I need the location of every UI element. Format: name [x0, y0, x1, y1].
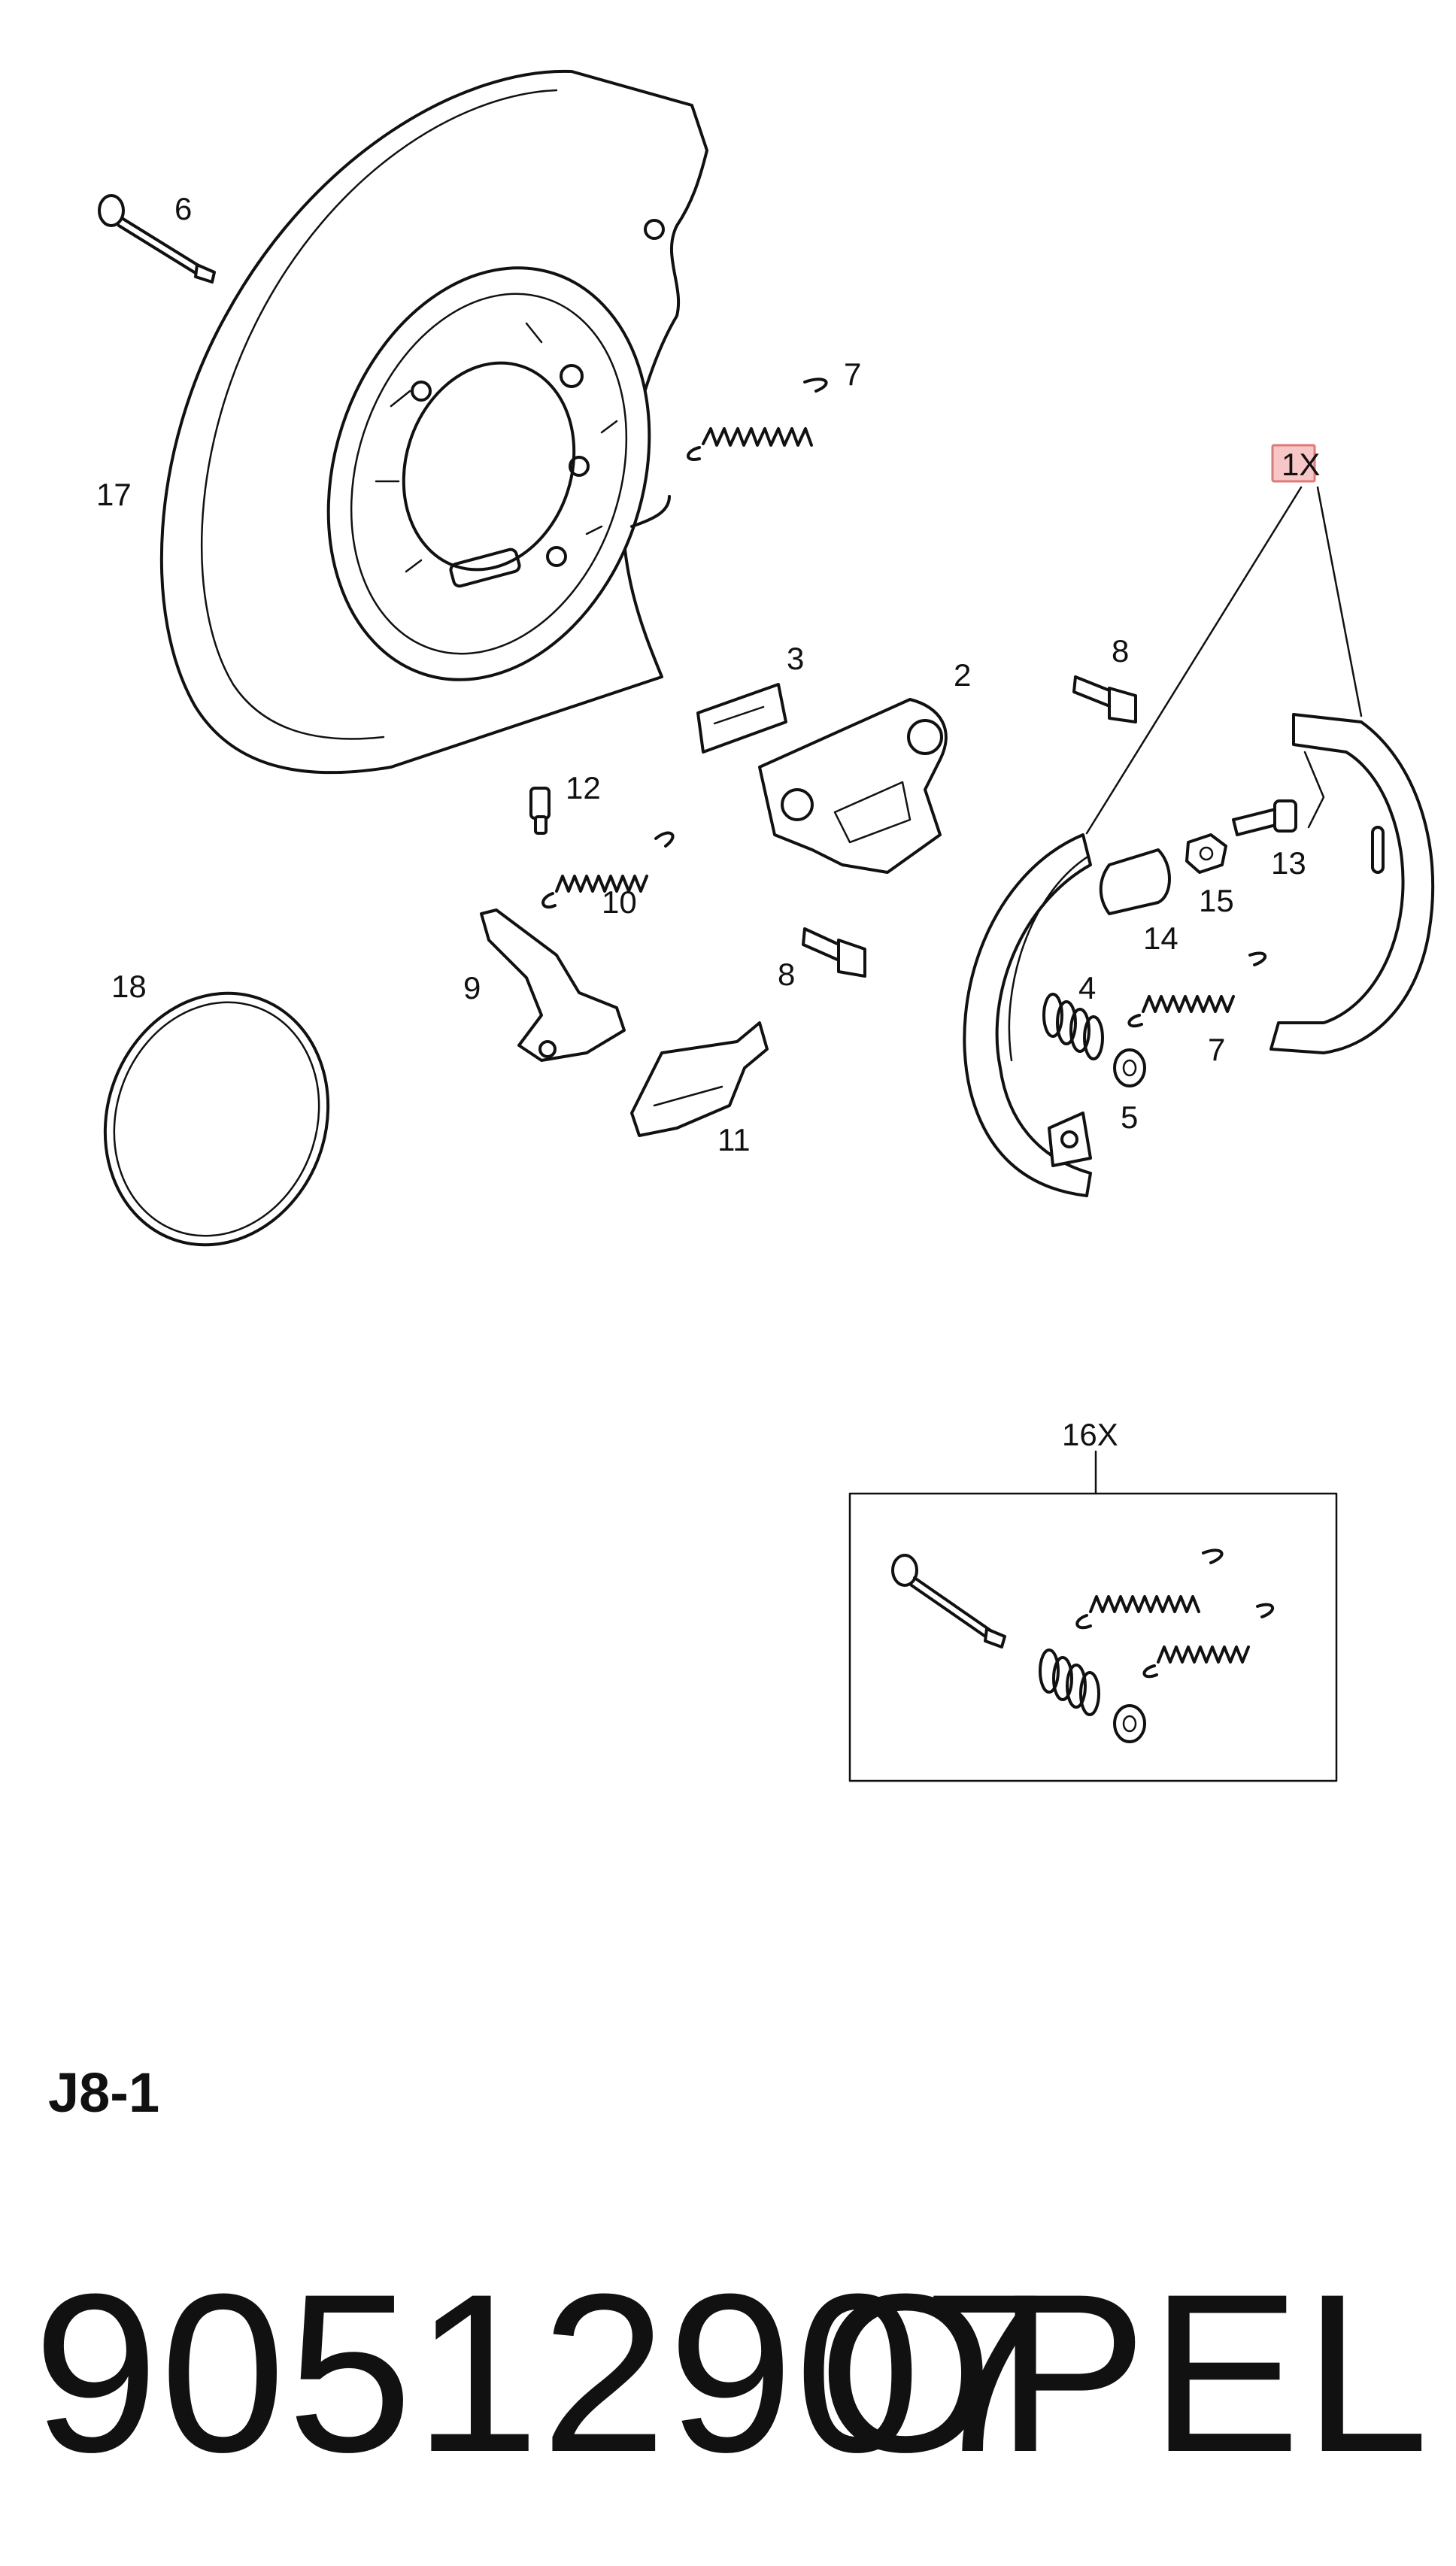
label-18: 18	[111, 969, 147, 1004]
part-6-hold-down-pin: 6	[98, 191, 216, 284]
part-14-wheel-cylinder-boot: 14	[1099, 848, 1178, 956]
part-2-anchor-bracket: 2	[758, 657, 971, 874]
label-14: 14	[1143, 921, 1178, 956]
label-4: 4	[1078, 970, 1096, 1005]
part-7-return-spring-upper: 7	[687, 356, 861, 461]
label-6: 6	[174, 191, 192, 226]
part-3-anchor-plate: 3	[696, 641, 804, 754]
part-9-parking-lever: 9	[463, 908, 626, 1062]
part-number: 90512907	[33, 2246, 1049, 2499]
part-18-seal-ring: 18	[103, 969, 330, 1247]
label-1x: 1X	[1282, 447, 1320, 482]
part-5-spring-cup: 5	[1113, 1048, 1146, 1135]
part-1x-brake-shoes: 1X	[963, 444, 1435, 1197]
footer: 90512907 OPEL	[33, 2249, 1432, 2497]
label-15: 15	[1199, 883, 1234, 918]
brand-name: OPEL	[817, 2246, 1432, 2499]
part-8-bolt-lower: 8	[778, 927, 866, 992]
part-4-hold-down-spring: 4	[1042, 970, 1104, 1060]
part-8-bolt-upper: 8	[1072, 633, 1137, 723]
label-8-upper: 8	[1112, 633, 1129, 669]
part-15-piston: 15	[1185, 833, 1234, 918]
part-16x-hardware-kit: 16X	[848, 1417, 1338, 1782]
label-16x: 16X	[1062, 1417, 1118, 1452]
label-5: 5	[1121, 1099, 1138, 1135]
label-7-upper: 7	[844, 356, 861, 392]
part-17-backing-plate: 17	[96, 69, 708, 775]
label-12: 12	[566, 770, 601, 805]
label-3: 3	[787, 641, 804, 676]
label-7-lower: 7	[1208, 1032, 1225, 1067]
label-10: 10	[602, 884, 637, 920]
label-8-lower: 8	[778, 957, 795, 992]
part-7-return-spring-lower: 7	[1127, 951, 1266, 1067]
label-17: 17	[96, 477, 132, 512]
part-12-bleeder-valve: 12	[529, 770, 601, 835]
part-11-adjuster-strut: 11	[630, 1021, 769, 1157]
part-13-bleeder-screw: 13	[1232, 799, 1306, 881]
part-10-adjuster-spring: 10	[541, 831, 675, 920]
section-code: J8-1	[48, 2061, 160, 2124]
label-11: 11	[717, 1122, 751, 1157]
label-9: 9	[463, 970, 481, 1005]
label-2: 2	[954, 657, 971, 693]
label-13: 13	[1271, 845, 1306, 881]
